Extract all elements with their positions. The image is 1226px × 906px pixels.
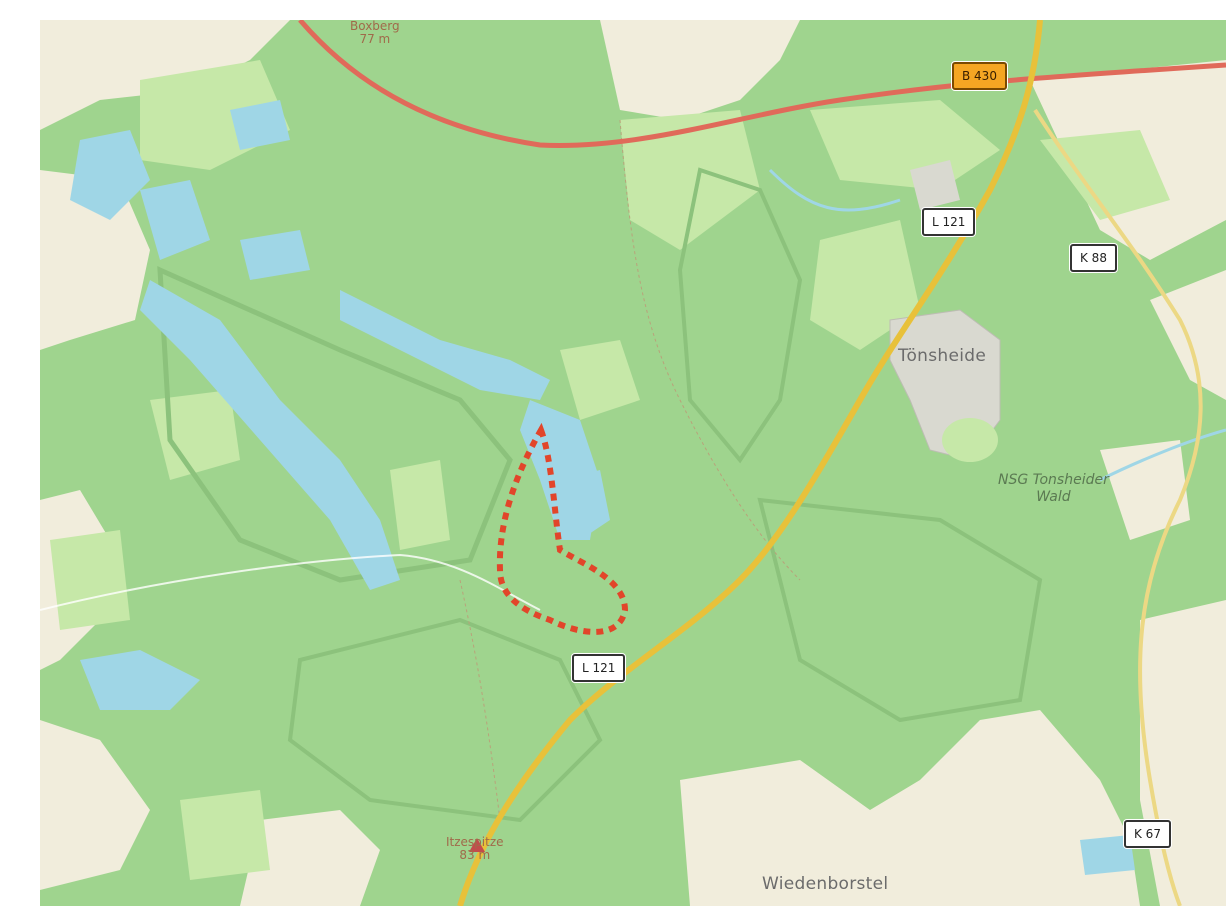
nature-reserve-name-line2: Wald: [1036, 489, 1071, 505]
road-shield-k88: K 88: [1070, 244, 1117, 272]
forest-boundary: [157, 266, 513, 583]
meadow-area: [810, 100, 1000, 190]
road-k88-k67: [1033, 108, 1203, 906]
field-area: [1140, 600, 1226, 906]
field-area: [680, 710, 1140, 906]
track: [459, 579, 501, 821]
peak-name: Itzespitze: [446, 835, 504, 849]
field-area: [40, 20, 290, 130]
road-shield-l121: L 121: [572, 654, 626, 682]
water-body: [230, 100, 290, 150]
peak-elevation: 83 m: [459, 848, 491, 862]
water-body: [560, 470, 610, 540]
road-l121: [457, 20, 1043, 906]
place-label-tonsheide: Tönsheide: [898, 346, 987, 366]
peak-elevation: 77 m: [359, 32, 391, 46]
meadow-area: [390, 460, 450, 550]
minor-road: [40, 553, 541, 611]
peak-label-boxberg: Boxberg 77 m: [350, 20, 400, 46]
road-shield-b430: B 430: [952, 62, 1007, 90]
forest-boundary: [677, 167, 803, 464]
nature-reserve-label: NSG Tonsheider Wald: [998, 472, 1109, 506]
forest-boundary: [287, 617, 603, 823]
nature-reserve-name: NSG Tonsheider: [998, 472, 1109, 488]
meadow-area: [1040, 130, 1170, 220]
water-body: [1080, 835, 1135, 875]
map-viewport[interactable]: Boxberg 77 m Tönsheide NSG Tonsheider Wa…: [40, 20, 1226, 906]
settlement-area: [910, 160, 960, 210]
road-shield-l121: L 121: [922, 208, 976, 236]
meadow-area: [560, 340, 640, 420]
water-body: [240, 230, 310, 280]
water-body: [140, 180, 210, 260]
field-area: [40, 170, 150, 350]
peak-marker-icon: [469, 838, 485, 852]
meadow-area: [50, 530, 130, 630]
meadow-area: [942, 418, 998, 462]
hiking-route[interactable]: [496, 422, 629, 635]
place-label-wiedenborstel: Wiedenborstel: [762, 874, 889, 894]
water-body: [80, 650, 200, 710]
field-area: [1100, 440, 1190, 540]
water-stream: [340, 290, 550, 400]
water-stream: [768, 168, 901, 212]
meadow-area: [620, 110, 760, 250]
water-stream: [140, 280, 400, 590]
water-stream: [1099, 428, 1226, 482]
meadow-area: [180, 790, 270, 880]
water-body: [70, 130, 150, 220]
field-area: [600, 20, 800, 120]
forest-boundary: [757, 497, 1043, 723]
field-area: [240, 810, 380, 906]
field-area: [40, 720, 150, 890]
peak-name: Boxberg: [350, 20, 400, 33]
map-canvas[interactable]: [40, 20, 1226, 906]
peak-label-itzespitze: Itzespitze 83 m: [446, 836, 504, 862]
road-shield-k67: K 67: [1124, 820, 1171, 848]
meadow-area: [810, 220, 920, 350]
meadow-area: [150, 390, 240, 480]
